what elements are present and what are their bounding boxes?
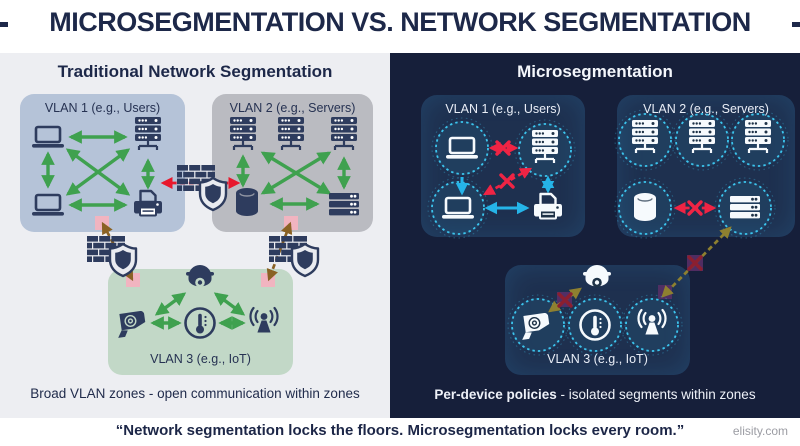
rack-server-icon: [329, 193, 359, 216]
blocked-olive-arrow: [658, 226, 732, 299]
iot-antenna-icon: [249, 306, 279, 334]
microsegmentation-panel: Microsegmentation VLAN 1 (e.g., Users) V…: [390, 53, 800, 418]
left-caption: Broad VLAN zones - open communication wi…: [30, 386, 360, 401]
shield-icon: [198, 176, 228, 212]
rack-server-icon: [730, 196, 760, 219]
blocked-olive-arrow: [548, 287, 582, 313]
right-caption: Per-device policies - isolated segments …: [390, 387, 800, 402]
title-left-dash: [0, 22, 8, 27]
x-mark: [687, 200, 703, 216]
cctv-camera-icon: [113, 309, 148, 339]
server-icon: [228, 115, 258, 152]
laptop-icon: [30, 193, 66, 217]
left-diagram: [30, 115, 359, 340]
right-caption-bold: Per-device policies: [434, 387, 557, 402]
vlan3-label-left: VLAN 3 (e.g., IoT): [150, 352, 251, 366]
server-icon: [276, 115, 306, 152]
server-icon: [329, 115, 359, 152]
dome-camera-icon: [583, 265, 611, 288]
header: MICROSEGMENTATION VS. NETWORK SEGMENTATI…: [0, 0, 800, 53]
traditional-segmentation-panel: Traditional Network Segmentation VLAN 1 …: [0, 53, 390, 418]
vlan1-label-left: VLAN 1 (e.g., Users): [44, 101, 161, 115]
thermostat-icon: [183, 306, 217, 340]
printer-icon: [532, 192, 564, 220]
right-caption-rest: - isolated segments within zones: [556, 387, 756, 402]
left-panel-title: Traditional Network Segmentation: [57, 62, 333, 81]
site-link: elisity.com: [732, 424, 788, 438]
laptop-icon: [30, 125, 66, 149]
purple-square: [658, 285, 672, 299]
x-mark: [495, 140, 511, 156]
x-mark: [499, 173, 515, 189]
right-diagram: [427, 109, 789, 356]
dome-camera-icon: [186, 265, 214, 288]
footer: “Network segmentation locks the floors. …: [0, 418, 800, 446]
pink-square: [284, 216, 298, 230]
shield-icon: [290, 242, 320, 278]
vlan1-label-right: VLAN 1 (e.g., Users): [445, 102, 561, 116]
device-ring: [431, 117, 493, 179]
green-arrows-vlan3: [150, 292, 246, 330]
vlan2-label-right: VLAN 2 (e.g., Servers): [643, 102, 769, 116]
shield-icon: [108, 242, 138, 278]
vlan3-label-right: VLAN 3 (e.g., IoT): [547, 352, 648, 366]
green-arrows-vlan2: [236, 151, 351, 211]
database-icon: [235, 187, 259, 217]
printer-icon: [132, 189, 164, 217]
server-icon: [133, 115, 163, 152]
vlan2-label-left: VLAN 2 (e.g., Servers): [229, 101, 356, 115]
database-icon: [633, 192, 657, 222]
pink-square: [126, 273, 140, 287]
green-arrows-vlan1: [41, 130, 155, 212]
title-right-dash: [792, 22, 800, 27]
footer-quote: “Network segmentation locks the floors. …: [115, 422, 685, 439]
page-title: MICROSEGMENTATION VS. NETWORK SEGMENTATI…: [49, 7, 751, 37]
pink-square: [261, 273, 275, 287]
right-panel-title: Microsegmentation: [517, 62, 673, 81]
pink-square: [95, 216, 109, 230]
device-ring: [427, 177, 489, 239]
